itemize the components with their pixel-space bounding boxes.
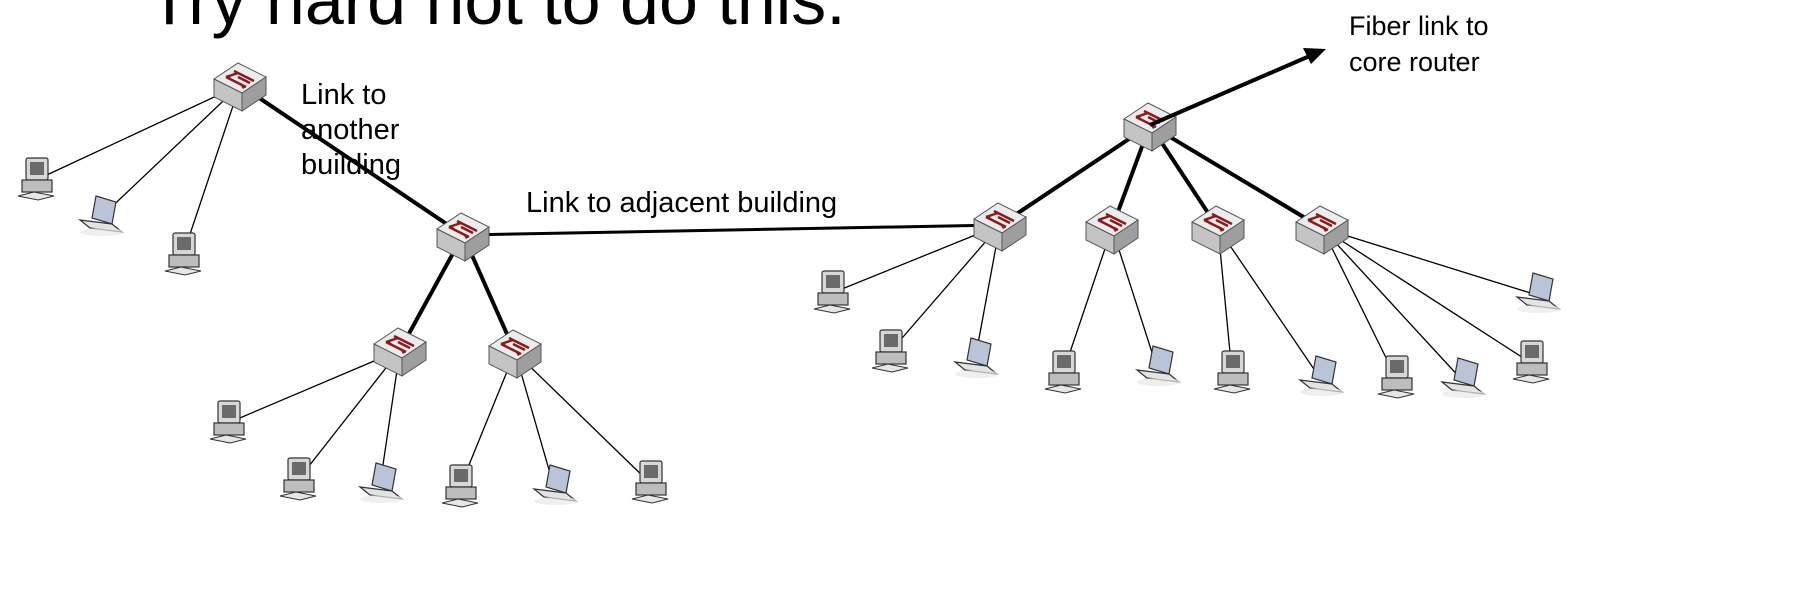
laptop-icon (359, 462, 405, 504)
laptop-icon (954, 337, 1000, 379)
fiber-link-label: Fiber link to core router (1349, 11, 1489, 77)
desktop-computer-icon (813, 270, 851, 314)
network-links (35, 83, 1538, 488)
network-switch-icon (972, 201, 1028, 253)
network-switch-icon (372, 326, 428, 378)
access-link-line (1217, 227, 1321, 379)
network-switch-icon (212, 61, 268, 113)
desktop-computer-icon (441, 464, 479, 508)
access-link-line (227, 349, 401, 424)
access-link-line (514, 351, 651, 484)
desktop-computer-icon (209, 400, 247, 444)
arrowhead-icon (1303, 48, 1326, 64)
desktop-computer-icon (1377, 355, 1415, 399)
access-link-line (1321, 227, 1397, 379)
access-link-line (1321, 227, 1538, 296)
laptop-icon (533, 464, 579, 506)
laptop-icon (1441, 357, 1487, 399)
access-link-line (182, 84, 241, 256)
uplink-line (1148, 123, 1324, 230)
desktop-computer-icon (631, 460, 669, 504)
network-switch-icon (1190, 204, 1246, 256)
building-link-line (462, 223, 1001, 237)
desktop-computer-icon (1512, 340, 1550, 384)
slide-title: Try hard not to do this. (148, 0, 846, 39)
access-link-line (1062, 227, 1113, 374)
network-switch-icon (1294, 204, 1350, 256)
access-link-line (1321, 227, 1532, 364)
access-link-line (35, 84, 241, 181)
network-switch-icon (487, 328, 543, 380)
laptop-icon (1299, 355, 1345, 397)
network-switch-icon (435, 211, 491, 263)
access-link-line (889, 224, 1001, 353)
network-nodes (17, 61, 1562, 508)
access-link-line (99, 84, 241, 219)
desktop-computer-icon (871, 329, 909, 373)
access-link-line (831, 224, 1001, 294)
network-switch-icon (1122, 101, 1178, 153)
desktop-computer-icon (1044, 350, 1082, 394)
link-to-adjacent-building-label: Link to adjacent building (526, 187, 838, 219)
desktop-computer-icon (17, 157, 55, 201)
access-link-line (297, 349, 401, 481)
network-switch-icon (1084, 204, 1140, 256)
link-to-another-building-label: Link to another building (301, 79, 401, 181)
access-link-line (1111, 227, 1158, 369)
fiber-link-line (1149, 53, 1313, 127)
desktop-computer-icon (1213, 350, 1251, 394)
access-link-line (1321, 227, 1463, 381)
laptop-icon (1136, 345, 1182, 387)
laptop-icon (1516, 272, 1562, 314)
uplink-line (238, 83, 465, 237)
fiber-link-arrow (1149, 48, 1326, 127)
desktop-computer-icon (164, 232, 202, 276)
uplink-line (998, 123, 1152, 227)
